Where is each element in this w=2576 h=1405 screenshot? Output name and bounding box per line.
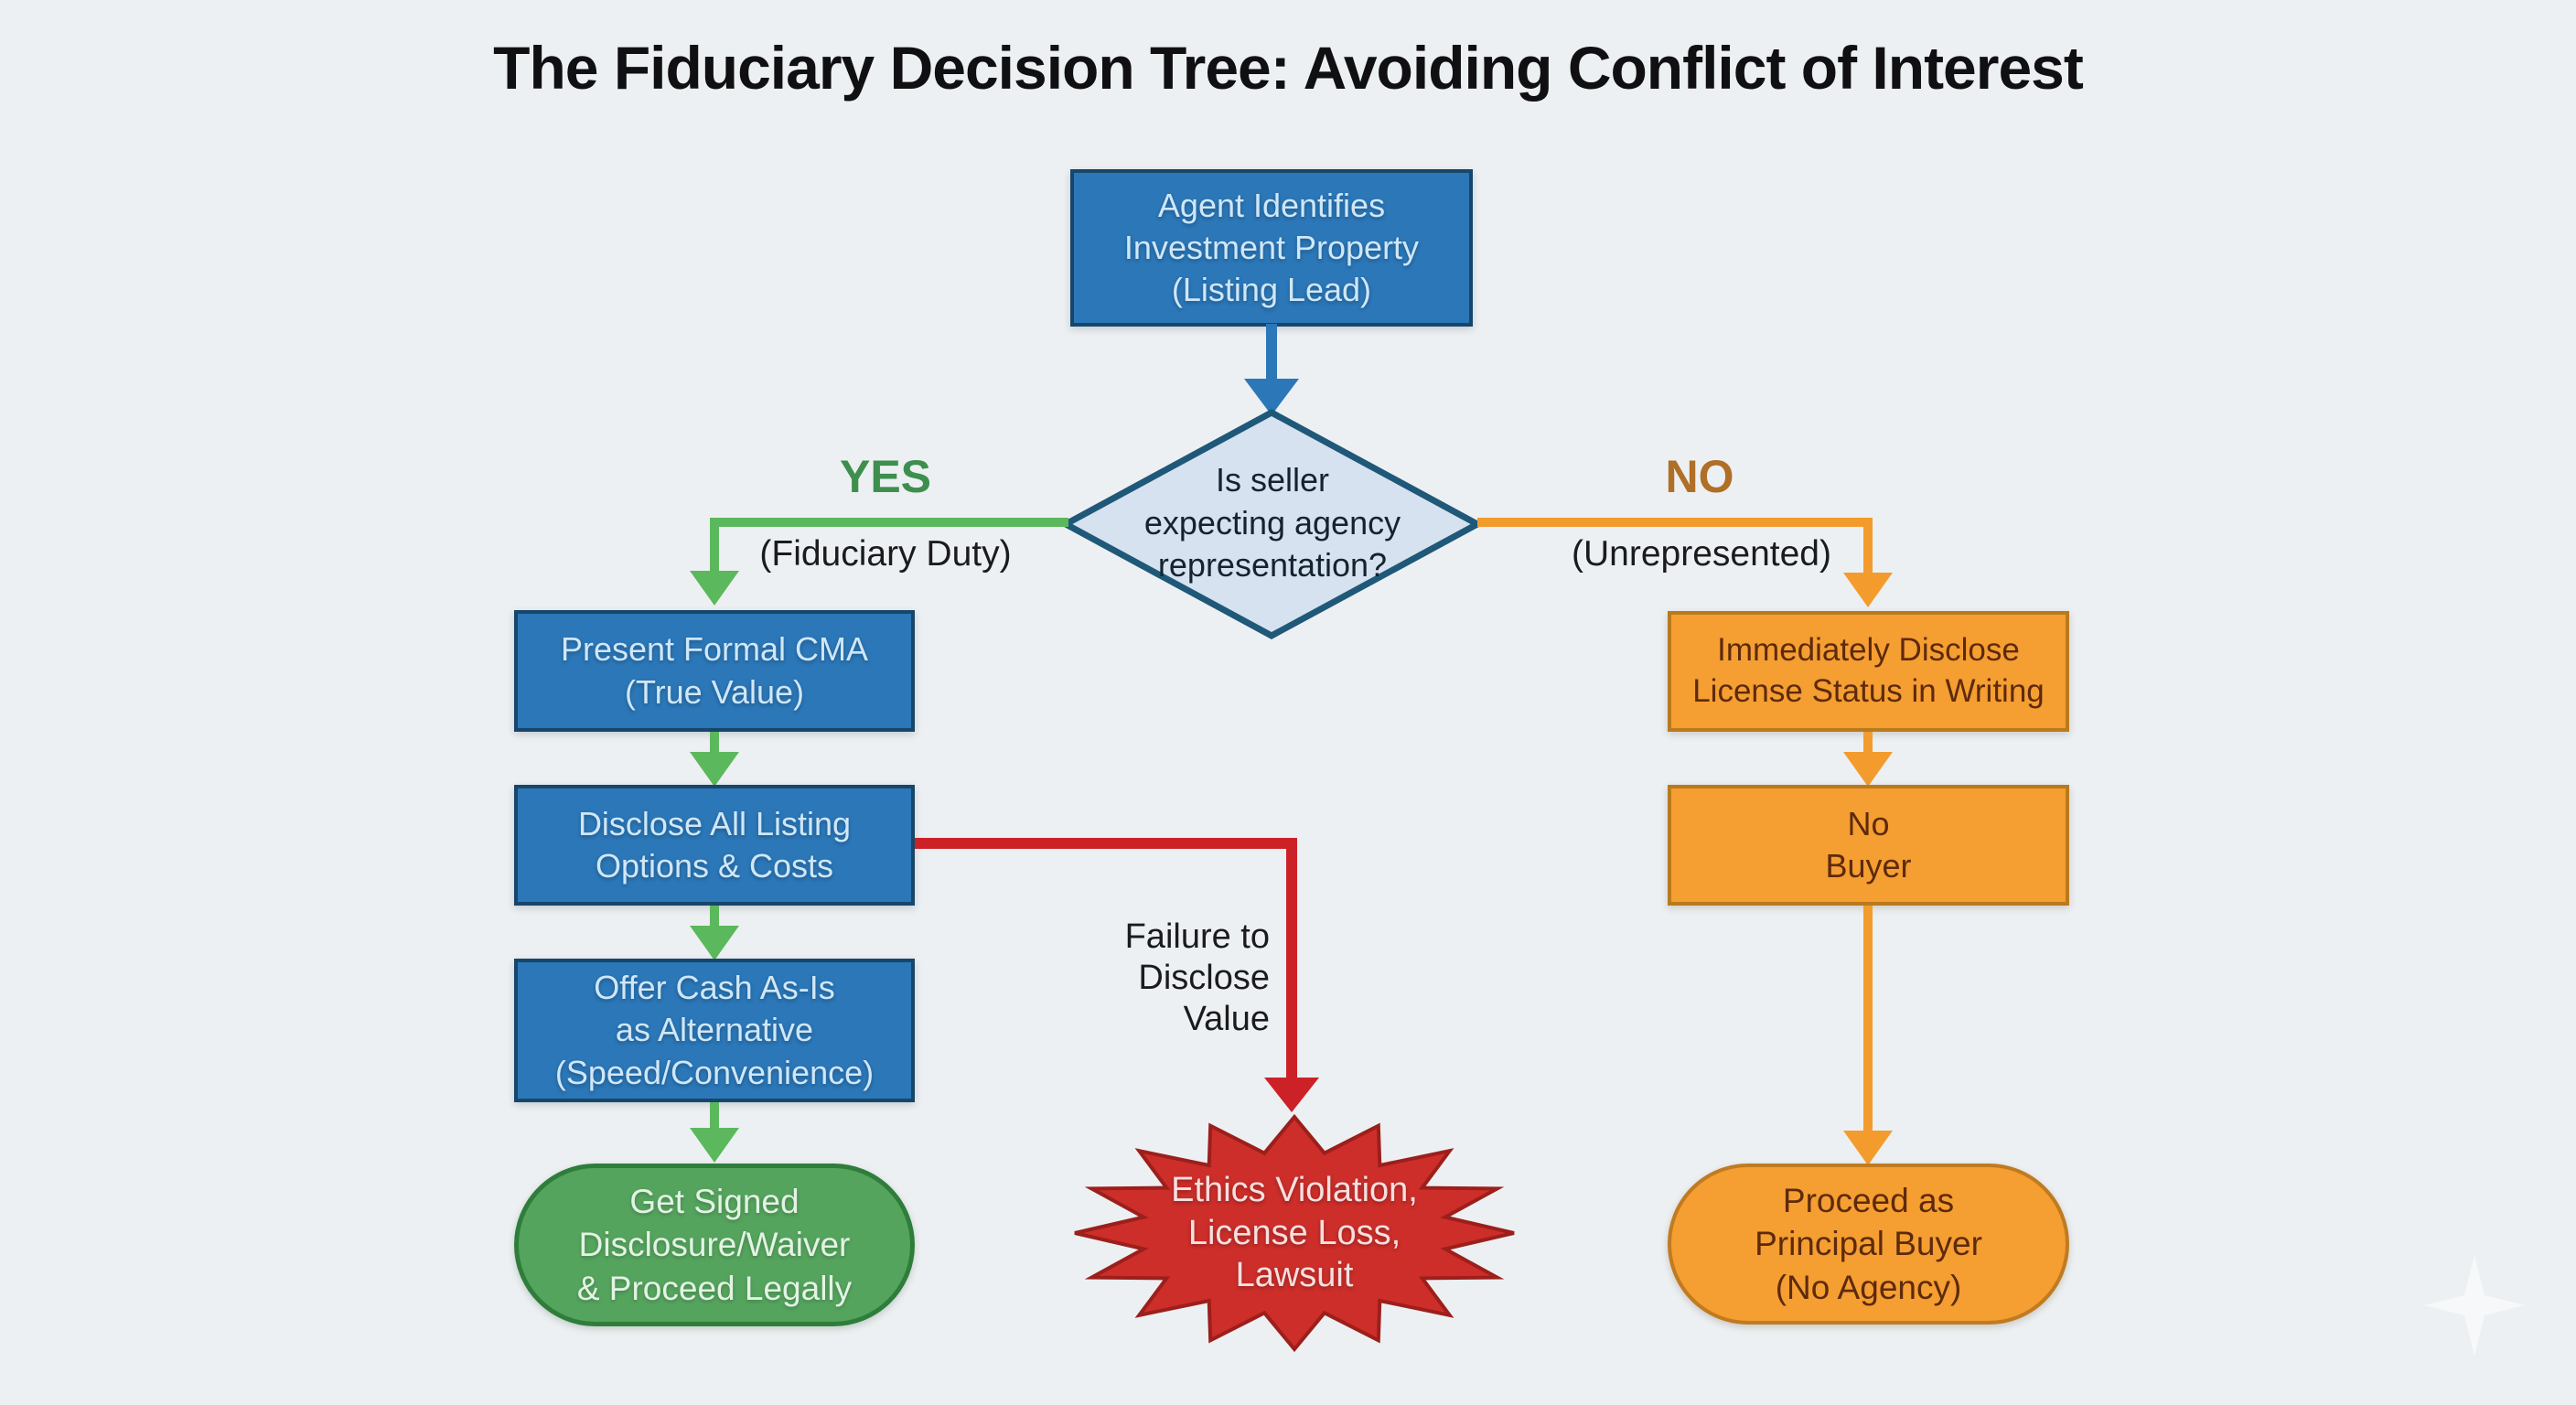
node-ethics-violation: Ethics Violation, License Loss, Lawsuit xyxy=(1171,1171,1418,1295)
ethics-starburst-shape xyxy=(1074,1113,1515,1353)
arrowhead-no-to-disclose-license xyxy=(1843,573,1893,607)
no-branch-sublabel: (Unrepresented) xyxy=(1572,534,1831,574)
no-branch-label: NO xyxy=(1665,451,1734,502)
connector-cma-to-disclose xyxy=(710,732,719,754)
risk-connector-horizontal xyxy=(915,838,1297,849)
connector-disclose-to-cash xyxy=(710,906,719,928)
connector-cash-to-waiver xyxy=(710,1102,719,1130)
node-disclose-options: Disclose All Listing Options & Costs xyxy=(514,785,915,906)
node-principal-buyer: Proceed as Principal Buyer (No Agency) xyxy=(1668,1164,2069,1325)
node-get-waiver: Get Signed Disclosure/Waiver & Proceed L… xyxy=(514,1164,915,1326)
node-present-cma: Present Formal CMA (True Value) xyxy=(514,610,915,732)
risk-connector-vertical xyxy=(1286,838,1297,1079)
start-node: Agent Identifies Investment Property (Li… xyxy=(1070,169,1473,327)
arrowhead-risk-to-starburst xyxy=(1264,1078,1319,1112)
arrowhead-cma-to-disclose xyxy=(690,752,739,787)
yes-connector-vertical xyxy=(710,518,719,573)
connector-start-to-decision xyxy=(1266,324,1277,381)
arrowhead-license-to-nobuyer xyxy=(1843,752,1893,787)
arrowhead-nobuyer-to-principal xyxy=(1843,1131,1893,1165)
connector-license-to-nobuyer xyxy=(1863,732,1873,754)
no-connector-vertical xyxy=(1863,518,1873,574)
decision-label: Is seller expecting agency representatio… xyxy=(1143,460,1401,585)
yes-branch-sublabel: (Fiduciary Duty) xyxy=(759,534,1012,574)
arrowhead-disclose-to-cash xyxy=(690,926,739,960)
yes-connector-horizontal xyxy=(710,518,1068,527)
connector-nobuyer-to-principal xyxy=(1863,906,1873,1132)
page-title: The Fiduciary Decision Tree: Avoiding Co… xyxy=(493,34,2084,102)
node-offer-cash: Offer Cash As-Is as Alternative (Speed/C… xyxy=(514,959,915,1102)
node-disclose-license: Immediately Disclose License Status in W… xyxy=(1668,611,2069,732)
node-no-buyer: No Buyer xyxy=(1668,785,2069,906)
yes-branch-label: YES xyxy=(839,451,932,502)
failure-to-disclose-label: Failure to Disclose Value xyxy=(1124,917,1270,1038)
sparkle-watermark-icon xyxy=(2424,1255,2525,1356)
no-connector-horizontal xyxy=(1477,518,1873,527)
arrowhead-yes-to-cma xyxy=(690,571,739,606)
decision-diamond-shape xyxy=(1061,409,1482,639)
arrowhead-cash-to-waiver xyxy=(690,1128,739,1163)
